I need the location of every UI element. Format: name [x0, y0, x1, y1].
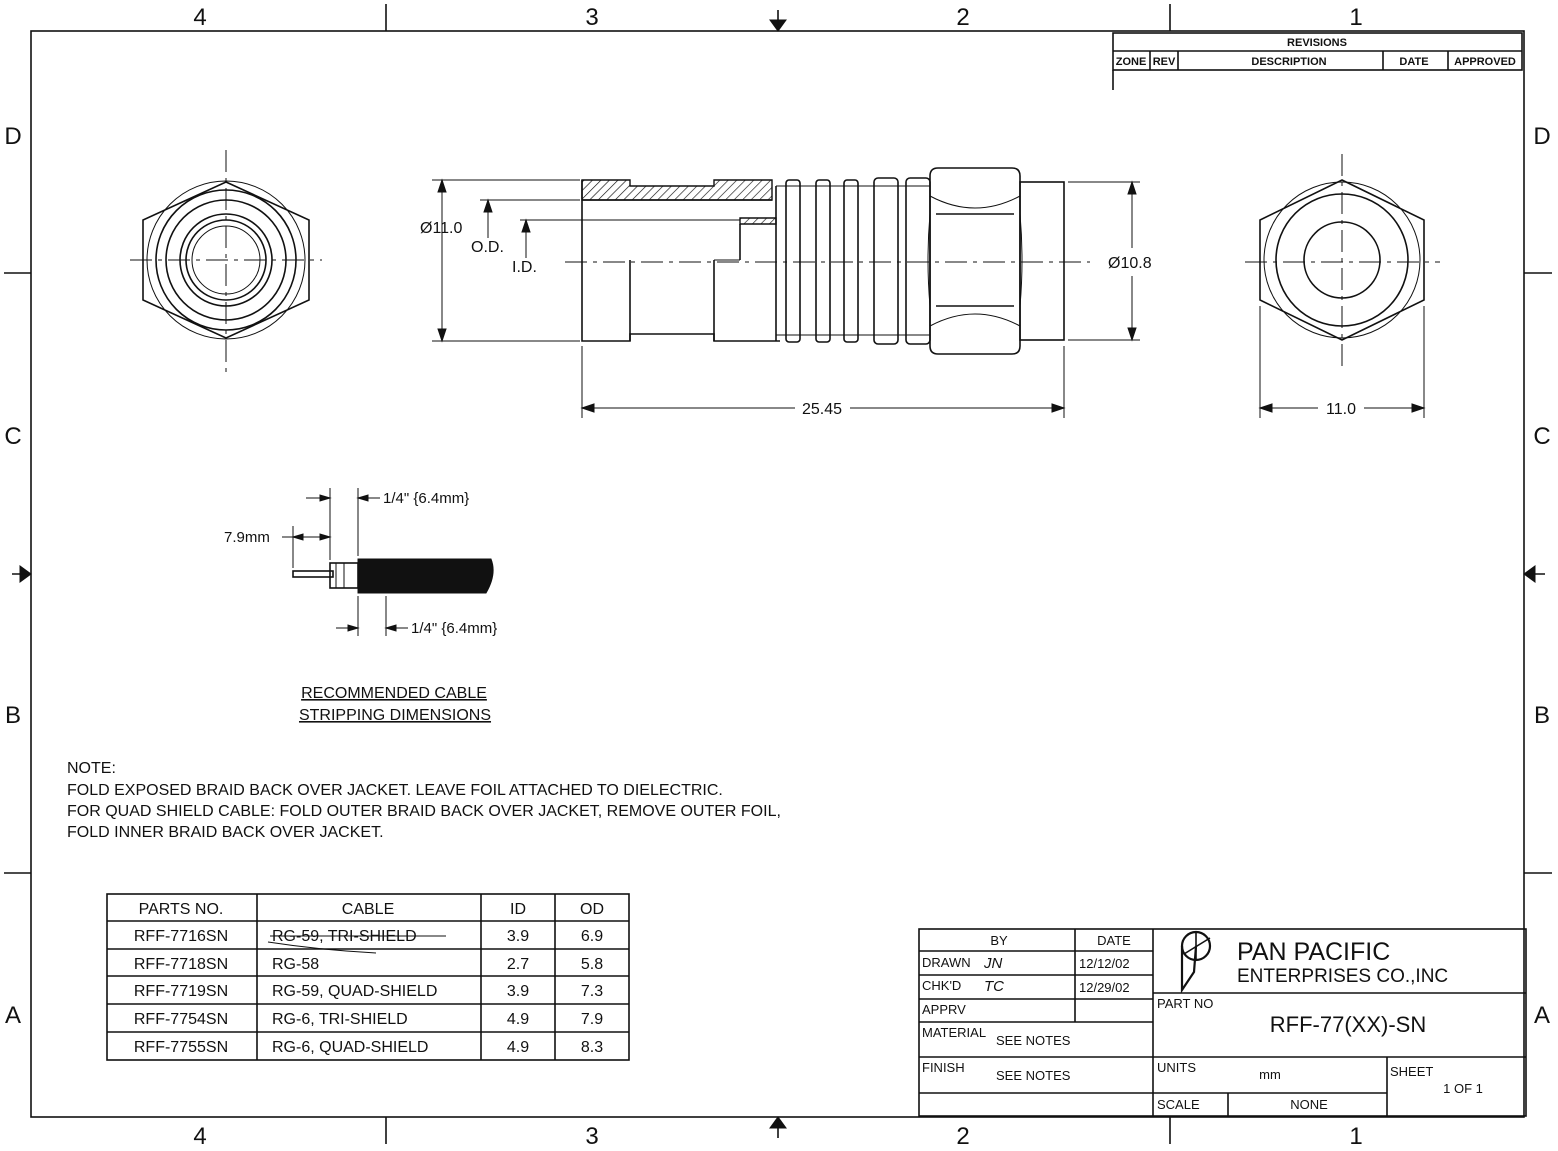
revisions-table: REVISIONS ZONE REV DESCRIPTION DATE APPR…	[1112, 32, 1523, 90]
rev-col-zone: ZONE	[1116, 56, 1147, 68]
drawing-border	[4, 4, 1552, 1144]
zone-top-2: 2	[956, 4, 969, 31]
dim-od-label: O.D.	[471, 239, 504, 256]
parts-row-1-part: RFF-7716SN	[134, 928, 228, 945]
notes-heading: NOTE:	[67, 760, 116, 777]
hatched-section	[581, 179, 773, 201]
tb-apprv-label: APPRV	[922, 1002, 966, 1017]
cable-stripping-diagram: 1/4" {6.4mm} 7.9mm 1/4" {6.4mm} RECOMMEN…	[224, 488, 497, 724]
title-block: BY DATE DRAWN 12/12/02 CHK'D 12/29/02 AP…	[918, 928, 1527, 1117]
parts-row-4-part: RFF-7754SN	[134, 1011, 228, 1028]
tb-material-value: SEE NOTES	[996, 1033, 1071, 1048]
part-number-value: RFF-77(XX)-SN	[1270, 1012, 1426, 1037]
parts-row-3-part: RFF-7719SN	[134, 983, 228, 1000]
tb-material-label: MATERIAL	[922, 1025, 986, 1040]
notes-block: NOTE: FOLD EXPOSED BRAID BACK OVER JACKE…	[67, 760, 781, 841]
rev-col-rev: REV	[1153, 56, 1176, 68]
zone-bottom-1: 1	[1349, 1123, 1362, 1150]
zone-bottom-4: 4	[193, 1123, 206, 1150]
strip-caption-line1: RECOMMENDED CABLE	[301, 685, 487, 702]
parts-row-3-od: 7.3	[581, 983, 603, 1000]
tb-drawn-by: JN	[983, 955, 1003, 972]
parts-row-5-cable: RG-6, QUAD-SHIELD	[272, 1039, 428, 1056]
notes-line-2: FOR QUAD SHIELD CABLE: FOLD OUTER BRAID …	[67, 803, 781, 820]
parts-row-1-id: 3.9	[507, 928, 529, 945]
tb-chkd-date: 12/29/02	[1079, 980, 1130, 995]
tb-date-label: DATE	[1097, 933, 1131, 948]
right-end-view: 11.0	[1245, 154, 1440, 418]
row-right-c: C	[1533, 423, 1550, 450]
row-left-c: C	[4, 423, 21, 450]
parts-row-1-od: 6.9	[581, 928, 603, 945]
tb-scale-label: SCALE	[1157, 1097, 1200, 1112]
revisions-title: REVISIONS	[1287, 37, 1347, 49]
tb-finish-label: FINISH	[922, 1060, 965, 1075]
row-right-d: D	[1533, 123, 1550, 150]
zone-labels: 4 3 2 1 4 3 2 1 D C B A D C B A	[4, 4, 1550, 1150]
tb-chkd-label: CHK'D	[922, 978, 961, 993]
row-right-a: A	[1534, 1002, 1550, 1029]
parts-row-2-cable: RG-58	[272, 956, 319, 973]
strip-dim-left: 7.9mm	[224, 529, 270, 546]
tb-units-label: UNITS	[1157, 1060, 1196, 1075]
company-name-line2: ENTERPRISES CO.,INC	[1237, 966, 1448, 987]
parts-row-5-od: 8.3	[581, 1039, 603, 1056]
tb-sheet-label: SHEET	[1390, 1064, 1433, 1079]
parts-row-5-part: RFF-7755SN	[134, 1039, 228, 1056]
rev-col-approved: APPROVED	[1454, 56, 1516, 68]
parts-header-id: ID	[510, 901, 526, 918]
rev-col-description: DESCRIPTION	[1251, 56, 1326, 68]
parts-row-4-od: 7.9	[581, 1011, 603, 1028]
zone-bottom-3: 3	[585, 1123, 598, 1150]
tb-chkd-by: TC	[984, 978, 1004, 995]
tb-finish-value: SEE NOTES	[996, 1068, 1071, 1083]
notes-line-3: FOLD INNER BRAID BACK OVER JACKET.	[67, 824, 384, 841]
parts-row-3-id: 3.9	[507, 983, 529, 1000]
zone-top-1: 1	[1349, 4, 1362, 31]
company-name-line1: PAN PACIFIC	[1237, 938, 1390, 966]
dim-overall-length: 25.45	[802, 401, 842, 418]
zone-bottom-2: 2	[956, 1123, 969, 1150]
parts-row-4-id: 4.9	[507, 1011, 529, 1028]
parts-row-2-id: 2.7	[507, 956, 529, 973]
pan-pacific-logo	[1180, 930, 1212, 994]
dim-id-label: I.D.	[512, 259, 537, 276]
connector-side-view	[565, 167, 1090, 355]
tb-sheet-value: 1 OF 1	[1443, 1081, 1483, 1096]
parts-row-5-id: 4.9	[507, 1039, 529, 1056]
strip-dim-bottom: 1/4" {6.4mm}	[411, 620, 497, 637]
parts-row-3-cable: RG-59, QUAD-SHIELD	[272, 983, 437, 1000]
tb-part-no-label: PART NO	[1157, 996, 1213, 1011]
dim-outer-diameter: Ø11.0	[420, 220, 463, 237]
notes-line-1: FOLD EXPOSED BRAID BACK OVER JACKET. LEA…	[67, 782, 723, 799]
strip-caption-line2: STRIPPING DIMENSIONS	[299, 707, 491, 724]
row-left-b: B	[5, 702, 21, 729]
zone-top-4: 4	[193, 4, 206, 31]
tb-units-value: mm	[1259, 1067, 1281, 1082]
parts-row-2-part: RFF-7718SN	[134, 956, 228, 973]
strip-dim-top: 1/4" {6.4mm}	[383, 490, 469, 507]
zone-top-3: 3	[585, 4, 598, 31]
parts-row-2-od: 5.8	[581, 956, 603, 973]
side-view-dimensions: Ø11.0 O.D. I.D. Ø10.8 25.45	[420, 178, 1152, 418]
parts-header-od: OD	[580, 901, 604, 918]
tb-drawn-date: 12/12/02	[1079, 956, 1130, 971]
left-end-view	[130, 150, 322, 372]
parts-table: PARTS NO. CABLE ID OD RFF-7716SN RG-59, …	[106, 893, 630, 1061]
tb-by-label: BY	[990, 933, 1008, 948]
rev-col-date: DATE	[1399, 56, 1428, 68]
dim-right-diameter: Ø10.8	[1108, 255, 1152, 272]
row-right-b: B	[1534, 702, 1550, 729]
parts-row-4-cable: RG-6, TRI-SHIELD	[272, 1011, 408, 1028]
tb-drawn-label: DRAWN	[922, 955, 971, 970]
row-left-d: D	[4, 123, 21, 150]
parts-header-cable: CABLE	[342, 901, 394, 918]
parts-header-part-no: PARTS NO.	[139, 901, 224, 918]
dim-hex-width: 11.0	[1326, 401, 1356, 418]
tb-scale-value: NONE	[1290, 1097, 1328, 1112]
row-left-a: A	[5, 1002, 21, 1029]
